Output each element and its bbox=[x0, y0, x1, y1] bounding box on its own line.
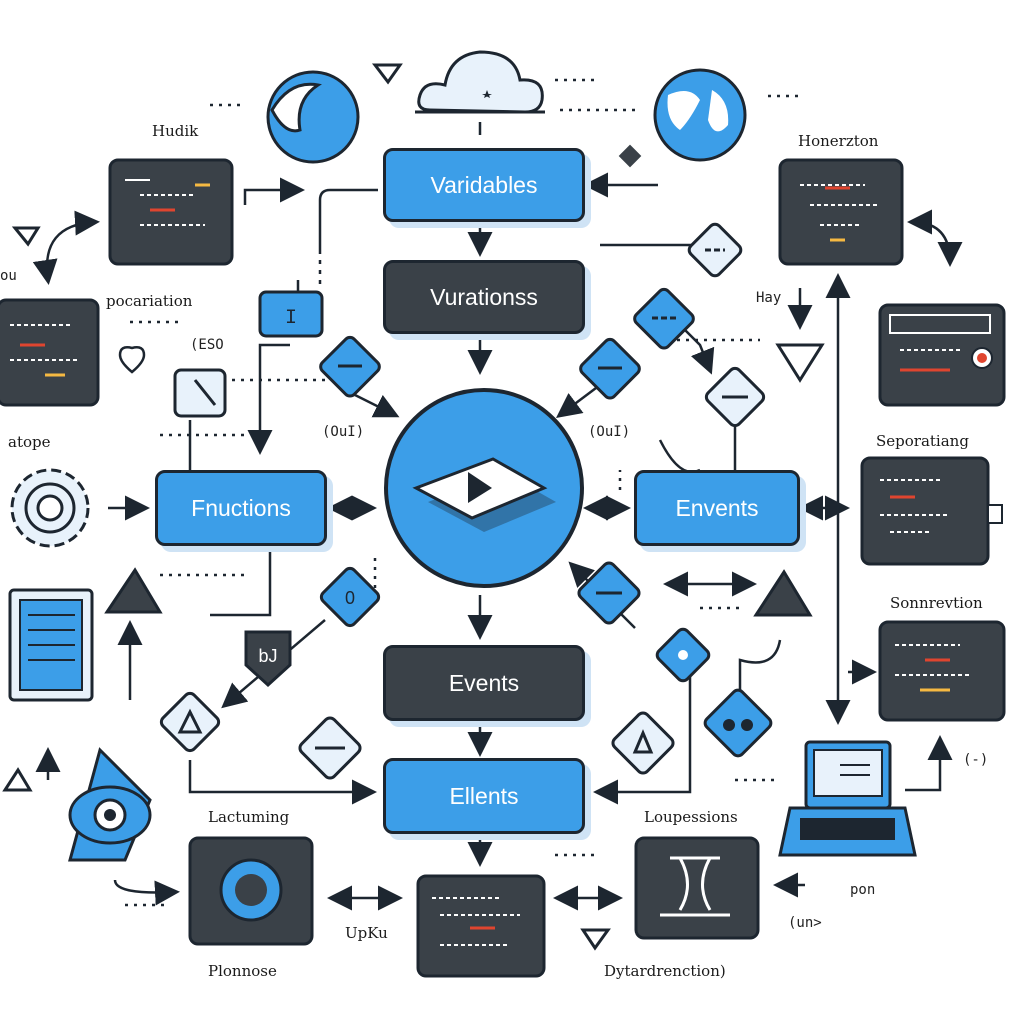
planet-icon bbox=[266, 70, 360, 164]
code-window-icon bbox=[0, 298, 100, 407]
node-vurations: Vurationss bbox=[383, 260, 585, 334]
label-sonnrevtion: Sonnrevtion bbox=[890, 594, 983, 612]
label-lactuming: Lactuming bbox=[208, 808, 290, 826]
triangle-icon bbox=[753, 569, 813, 617]
connector-top-right-curve bbox=[907, 209, 963, 267]
label-ou: ou bbox=[0, 268, 17, 284]
diamond-icon bbox=[704, 366, 766, 428]
connector-laptop-up bbox=[905, 735, 953, 792]
cloud-icon bbox=[415, 50, 545, 114]
node-ellents: Ellents bbox=[383, 758, 585, 834]
diamond-icon bbox=[611, 711, 675, 775]
diamond-icon bbox=[298, 716, 362, 780]
node-variables: Varidables bbox=[383, 148, 585, 222]
gear-icon bbox=[10, 468, 90, 548]
diamond-icon bbox=[579, 337, 641, 400]
svg-text:0: 0 bbox=[345, 588, 355, 608]
browser-window-icon bbox=[878, 303, 1006, 407]
label-und: (un> bbox=[788, 915, 822, 931]
hourglass-icon bbox=[634, 836, 760, 940]
eye-icon bbox=[68, 747, 152, 862]
diamond-icon bbox=[577, 561, 641, 625]
ring-icon bbox=[188, 836, 314, 946]
label-loupessions: Loupessions bbox=[644, 808, 738, 826]
code-window-icon bbox=[860, 456, 1003, 566]
code-window-icon bbox=[416, 874, 546, 978]
diamond-icon bbox=[159, 691, 221, 753]
diamond-icon: 0 bbox=[319, 566, 381, 628]
label-oul-right: (OuI) bbox=[588, 424, 631, 440]
triangle-icon bbox=[104, 567, 163, 614]
node-events: Events bbox=[383, 645, 585, 721]
code-window-icon bbox=[778, 158, 904, 266]
play-icon bbox=[468, 472, 492, 503]
play-circle bbox=[384, 388, 584, 588]
label-pocariation: pocariation bbox=[106, 292, 193, 310]
diamond-icon bbox=[687, 222, 743, 278]
diamond-icon bbox=[703, 688, 773, 758]
tag-icon bbox=[173, 368, 227, 418]
shield-icon: bJ bbox=[244, 630, 292, 688]
connector-diamond-right bbox=[679, 324, 715, 375]
label-upku: UpKu bbox=[345, 924, 388, 942]
node-functions: Fnuctions bbox=[155, 470, 327, 546]
svg-text:I: I bbox=[285, 307, 297, 330]
label-hay: Hay bbox=[756, 290, 782, 306]
label-oul-left: (OuI) bbox=[322, 424, 365, 440]
code-window-icon bbox=[878, 620, 1006, 722]
heart-icon bbox=[118, 346, 146, 374]
connector-i-icon-down bbox=[247, 343, 290, 455]
triangle-outline-icon bbox=[580, 928, 611, 951]
sparkle-icon bbox=[618, 144, 642, 168]
triangle-outline-icon bbox=[11, 226, 41, 247]
connector-functions-down bbox=[210, 540, 272, 617]
connector-diamond-center-right bbox=[556, 384, 601, 418]
connector-right-curve bbox=[658, 439, 701, 474]
label-honerzton: Honerzton bbox=[798, 132, 879, 150]
connector-triangle-ellents bbox=[188, 760, 377, 805]
diamond-icon bbox=[633, 287, 695, 350]
label-dash-paren: (-) bbox=[963, 752, 989, 768]
connector-right-triangle bbox=[738, 639, 782, 690]
connector-left-curve bbox=[32, 210, 100, 285]
label-atope: atope bbox=[8, 433, 51, 451]
diamond-icon bbox=[655, 627, 711, 683]
label-dytardrenction: Dytardrenction) bbox=[604, 962, 726, 980]
connector-left-stub bbox=[318, 188, 378, 250]
diamond-icon bbox=[319, 335, 381, 398]
label-eso: (ESO bbox=[190, 337, 224, 353]
triangle-outline-icon bbox=[371, 63, 403, 85]
code-window-icon bbox=[108, 158, 234, 266]
label-plonnose: Plonnose bbox=[208, 962, 277, 980]
label-seporating: Seporatiang bbox=[876, 432, 969, 450]
lock-icon: I bbox=[258, 290, 324, 338]
connector-bottom-left bbox=[113, 879, 180, 906]
label-hudik: Hudik bbox=[152, 122, 199, 140]
connector-variables-left bbox=[243, 177, 305, 205]
triangle-outline-icon bbox=[2, 767, 33, 792]
svg-text:bJ: bJ bbox=[258, 646, 277, 666]
node-envents: Envents bbox=[634, 470, 800, 546]
document-icon bbox=[8, 588, 94, 702]
globe-icon bbox=[653, 68, 747, 162]
label-pon: pon bbox=[850, 882, 876, 898]
laptop-icon bbox=[778, 740, 917, 857]
connector-right-up bbox=[640, 670, 692, 794]
triangle-outline-icon bbox=[775, 343, 825, 383]
